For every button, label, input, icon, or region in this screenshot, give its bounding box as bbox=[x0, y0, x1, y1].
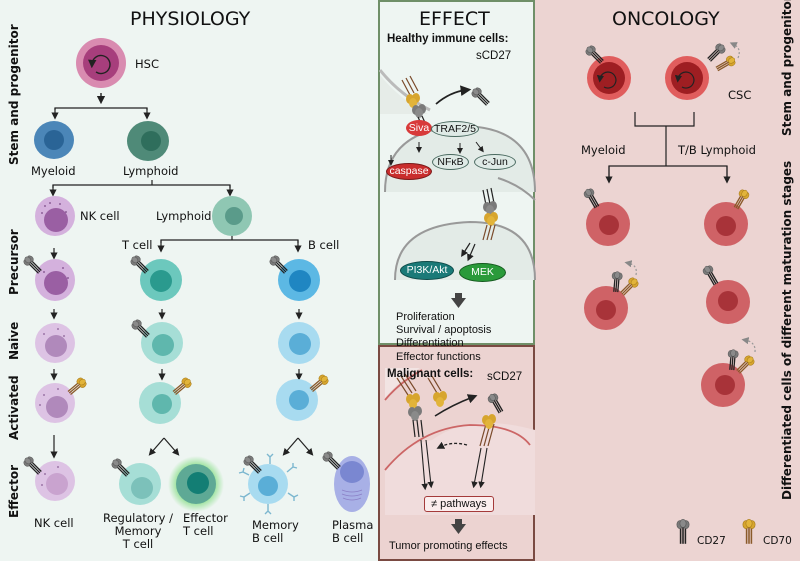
nfkb-node: NFκB bbox=[432, 154, 469, 170]
outcome-item: Survival / apoptosis bbox=[396, 324, 492, 337]
label-lymphoid: Lymphoid bbox=[123, 164, 179, 178]
malignant-signaling-illustration bbox=[384, 368, 535, 534]
label-nk-effector: NK cell bbox=[34, 516, 74, 530]
row-label-precursor: Precursor bbox=[7, 229, 21, 295]
memory-b-cell bbox=[238, 453, 299, 515]
healthy-outcomes-list: Proliferation Survival / apoptosis Diffe… bbox=[396, 311, 491, 364]
outcome-item: Effector functions bbox=[396, 350, 481, 363]
row-label-activated: Activated bbox=[7, 375, 21, 440]
row-label-naive: Naive bbox=[7, 321, 21, 360]
cjun-node: c-Jun bbox=[474, 154, 516, 170]
label-csc: CSC bbox=[728, 88, 752, 102]
t-cell-activated bbox=[139, 375, 194, 424]
outcome-item: Differentiation bbox=[396, 337, 464, 350]
legend-cd27-icon bbox=[676, 518, 690, 545]
physiology-title: PHYSIOLOGY bbox=[130, 8, 251, 30]
differentiated-cell-3 bbox=[584, 260, 641, 330]
caspase-node: caspase bbox=[386, 163, 432, 180]
label-nk-cell: NK cell bbox=[80, 209, 120, 223]
legend-cd70-icon bbox=[742, 518, 756, 545]
siva-node: Siva bbox=[406, 120, 432, 136]
differentiated-cell-1 bbox=[581, 186, 630, 246]
label-onco-tb-lymphoid: T/B Lymphoid bbox=[678, 143, 756, 157]
pathways-box: ≠ pathways bbox=[424, 496, 494, 512]
lymphoid-precursor-cell bbox=[212, 196, 252, 236]
oncology-title: ONCOLOGY bbox=[612, 8, 720, 30]
legend-cd27-label: CD27 bbox=[697, 535, 726, 547]
effector-t-cell bbox=[168, 456, 224, 512]
t-cell-precursor bbox=[128, 253, 182, 301]
label-hsc: HSC bbox=[135, 57, 159, 71]
lymphoid-cell bbox=[127, 121, 169, 161]
row-label-effector: Effector bbox=[7, 464, 21, 518]
nk-precursor-cell bbox=[35, 196, 75, 236]
hsc-cell bbox=[76, 38, 126, 88]
plasma-b-cell bbox=[320, 449, 370, 512]
mek-node: MEK bbox=[459, 263, 506, 282]
traf-node: TRAF2/5 bbox=[431, 121, 479, 137]
oncology-panel bbox=[535, 0, 800, 561]
myeloid-cell bbox=[34, 121, 74, 159]
differentiated-cell-4 bbox=[700, 263, 750, 324]
nk-precursor-cd27-cell bbox=[21, 253, 75, 301]
effect-title: EFFECT bbox=[419, 8, 490, 30]
differentiated-cell-2 bbox=[704, 187, 752, 246]
malignant-scd27-label: sCD27 bbox=[487, 371, 523, 383]
label-memory-b-cell: Memory B cell bbox=[252, 518, 299, 545]
label-plasma-b-cell: Plasma B cell bbox=[332, 518, 374, 545]
label-regulatory-memory-t-cell: Regulatory / Memory T cell bbox=[103, 511, 173, 551]
b-cell-precursor bbox=[267, 253, 320, 301]
onco-row-label-stem-progenitor: Stem and progenitor bbox=[780, 0, 794, 136]
csc-cell-cd27 bbox=[583, 43, 631, 100]
pi3k-akt-node: PI3K/Akt bbox=[400, 261, 454, 280]
b-cell-naive bbox=[278, 322, 320, 364]
legend-cd70-label: CD70 bbox=[763, 535, 792, 547]
t-cell-naive bbox=[129, 317, 183, 364]
b-cell-activated bbox=[276, 372, 331, 421]
onco-row-label-differentiated: Differentiated cells of different matura… bbox=[780, 160, 794, 500]
label-onco-myeloid: Myeloid bbox=[581, 143, 626, 157]
nk-activated-cell bbox=[35, 375, 89, 423]
malignant-outcome: Tumor promoting effects bbox=[389, 540, 508, 552]
differentiated-cell-5 bbox=[701, 337, 757, 407]
label-myeloid: Myeloid bbox=[31, 164, 76, 178]
outcome-item: Proliferation bbox=[396, 311, 455, 323]
healthy-scd27-label: sCD27 bbox=[476, 50, 512, 62]
row-label-stem-progenitor: Stem and progenitor bbox=[7, 24, 21, 165]
label-lymphoid-precursor: Lymphoid bbox=[156, 209, 212, 223]
malignant-heading: Malignant cells: bbox=[387, 368, 474, 380]
nk-effector-cell bbox=[21, 454, 75, 501]
label-b-cell: B cell bbox=[308, 238, 340, 252]
regulatory-memory-t-cell bbox=[109, 456, 161, 505]
nk-naive-cell bbox=[35, 323, 75, 363]
label-t-cell: T cell bbox=[122, 238, 153, 252]
csc-cell-cd27-cd70 bbox=[665, 41, 740, 100]
healthy-heading: Healthy immune cells: bbox=[387, 33, 509, 45]
label-effector-t-cell: Effector T cell bbox=[183, 511, 228, 538]
